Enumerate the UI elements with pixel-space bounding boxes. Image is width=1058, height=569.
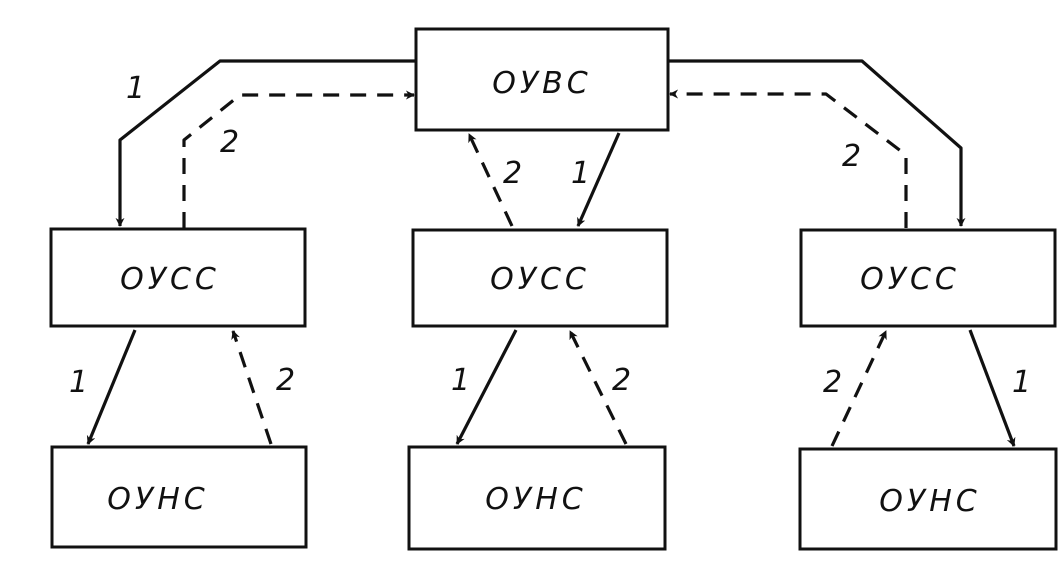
- node-label: ОУСС: [490, 262, 590, 297]
- edge-label-left-up-2: 2: [276, 363, 295, 398]
- edge-top-to-left-solid: [115, 59, 416, 227]
- edge-label-right-bottom-2: 2: [823, 365, 842, 400]
- edge-top-to-right-solid: [668, 59, 966, 227]
- node-label: ОУНС: [485, 482, 586, 517]
- node-mid-left-ouss: ОУСС: [49, 227, 307, 328]
- edge-label-center-down-1: 1: [571, 156, 590, 191]
- edge-right-mid-to-bottom-solid: [968, 329, 1016, 447]
- edge-center-to-top-dashed: [467, 133, 514, 227]
- node-label: ОУСС: [860, 262, 960, 297]
- node-mid-right-ouss: ОУСС: [799, 228, 1057, 328]
- node-bottom-left-ouns: ОУНС: [50, 445, 308, 549]
- edge-label-center-bottom-1: 1: [451, 363, 470, 398]
- edge-label-left-down-1: 1: [69, 365, 88, 400]
- edge-right-to-top-dashed: [669, 89, 908, 228]
- edge-center-mid-to-bottom-solid: [455, 329, 518, 445]
- node-bottom-center-ouns: ОУНС: [407, 445, 667, 551]
- edge-label-top-right-2: 2: [842, 139, 861, 174]
- edge-left-to-top-dashed: [182, 90, 415, 228]
- edge-label-top-left-1: 1: [126, 71, 145, 106]
- edge-label-center-up-2: 2: [503, 156, 522, 191]
- edge-left-bottom-to-mid-dashed: [231, 330, 273, 445]
- edge-label-right-bottom-1: 1: [1012, 365, 1031, 400]
- node-label: ОУНС: [879, 484, 980, 519]
- edge-label-center-bottom-2: 2: [612, 363, 631, 398]
- edge-top-to-center-solid: [576, 132, 621, 227]
- node-label: ОУВС: [492, 66, 591, 101]
- edge-left-mid-to-bottom-solid: [86, 329, 137, 445]
- node-top-ouvs: ОУВС: [414, 27, 670, 132]
- node-label: ОУНС: [107, 482, 208, 517]
- node-mid-center-ouss: ОУСС: [411, 228, 669, 328]
- edge-center-bottom-to-mid-dashed: [568, 330, 628, 445]
- edge-label-top-left-2: 2: [220, 125, 239, 160]
- node-bottom-right-ouns: ОУНС: [798, 447, 1058, 551]
- node-label: ОУСС: [120, 262, 220, 297]
- edge-right-bottom-to-mid-dashed: [830, 330, 888, 447]
